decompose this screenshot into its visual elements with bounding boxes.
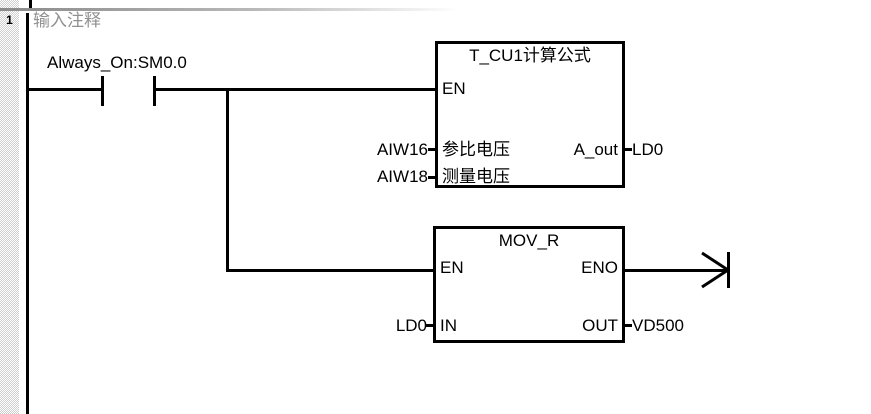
open-rung-arrow-bar xyxy=(727,252,730,288)
block-title: T_CU1计算公式 xyxy=(469,46,591,65)
en-pin-label: EN xyxy=(440,258,464,277)
operand-aiw16[interactable]: AIW16 xyxy=(376,140,428,159)
input-pin-label: IN xyxy=(440,316,457,335)
operand-vd500[interactable]: VD500 xyxy=(632,316,684,335)
operand-ld0-in[interactable]: LD0 xyxy=(395,316,427,335)
wire-rail-to-contact xyxy=(29,88,101,91)
operand-ld0-out[interactable]: LD0 xyxy=(632,140,664,159)
left-power-rail xyxy=(26,13,29,414)
output-pin-label: A_out xyxy=(573,140,618,159)
pin-tick xyxy=(426,324,433,327)
wire-contact-to-block1 xyxy=(156,88,435,91)
network-gutter xyxy=(0,0,19,414)
power-rail-stub xyxy=(29,0,32,8)
eno-pin-label: ENO xyxy=(581,258,618,277)
input-pin-label: 参比电压 xyxy=(442,140,510,159)
wire-branch-to-block2 xyxy=(226,269,433,272)
block-title: MOV_R xyxy=(498,231,560,250)
no-contact-symbol[interactable] xyxy=(101,76,104,106)
en-pin-label: EN xyxy=(442,79,466,98)
function-block-mov-r[interactable]: MOV_R EN ENO IN OUT xyxy=(433,226,625,343)
open-rung-arrow-icon xyxy=(701,251,729,289)
pin-tick xyxy=(625,324,632,327)
wire-eno-out xyxy=(625,269,729,272)
input-pin-label: 测量电压 xyxy=(442,167,510,186)
pin-tick xyxy=(428,176,435,179)
contact-label[interactable]: Always_On:SM0.0 xyxy=(47,53,187,72)
wire-branch-vertical xyxy=(226,88,229,272)
network-divider xyxy=(0,8,460,11)
output-pin-label: OUT xyxy=(582,316,618,335)
function-block-t-cu1[interactable]: T_CU1计算公式 EN 参比电压 测量电压 A_out xyxy=(435,41,625,188)
network-number[interactable]: 1 xyxy=(6,13,13,27)
pin-tick xyxy=(428,148,435,151)
no-contact-symbol[interactable] xyxy=(153,76,156,106)
pin-tick xyxy=(625,148,632,151)
network-comment[interactable]: 输入注释 xyxy=(33,11,101,30)
operand-aiw18[interactable]: AIW18 xyxy=(376,167,428,186)
